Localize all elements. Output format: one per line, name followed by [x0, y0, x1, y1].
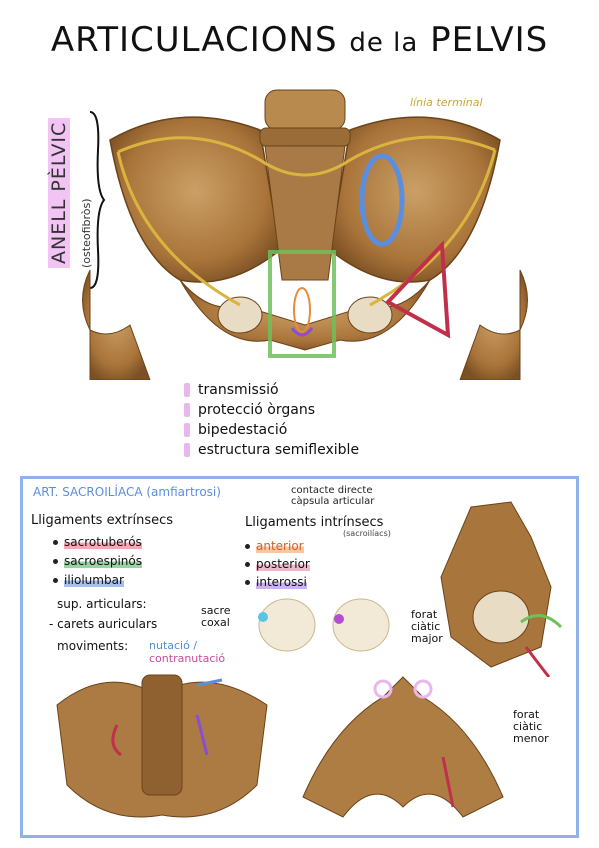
list-item: posterior [245, 557, 310, 571]
pelvis-illustration [82, 89, 528, 380]
title-main: ARTICULACIONS [50, 20, 338, 60]
anell-pelvic-label: ANELL PÈLVIC [48, 117, 70, 268]
coronal-pelvis-illustration [302, 676, 504, 818]
title-connector: de la [349, 28, 419, 58]
functions-list: transmissió protecció òrgans bipedestaci… [184, 380, 359, 460]
pelvis-sketches [258, 598, 390, 652]
forat-ciatic-menor-label: forat ciàtic menor [513, 708, 549, 745]
sacroiliac-title: ART. SACROILÍACA (amfiartrosi) [33, 485, 221, 499]
right-femur [459, 269, 528, 380]
sacroiliacs-sub: (sacroilíacs) [343, 529, 391, 538]
moviments-values: nutació / contranutació [149, 639, 226, 665]
function-item: protecció òrgans [184, 400, 359, 420]
list-item: anterior [245, 539, 304, 553]
sup-articulars-label: sup. articulars: [57, 597, 147, 611]
function-item: bipedestació [184, 420, 359, 440]
carets-label: - carets auriculars [49, 617, 158, 631]
lligaments-intrinsecs-heading: Lligaments intrínsecs [245, 515, 384, 530]
moviments-label: moviments: [57, 639, 129, 653]
brace-icon [89, 111, 106, 289]
page-title: ARTICULACIONS de la PELVIS [0, 20, 599, 60]
sacrum [264, 145, 346, 281]
list-item: iliolumbar [53, 573, 124, 587]
function-item: estructura semiflexible [184, 440, 359, 460]
linia-terminal-label: línia terminal [410, 96, 483, 109]
sacre-coxal: sacre coxal [201, 604, 231, 629]
left-iliac-wing [109, 116, 281, 283]
posterior-pelvis-illustration [56, 674, 268, 818]
list-item: sacroespinós [53, 554, 142, 568]
title-end: PELVIS [430, 20, 549, 60]
list-item: interossi [245, 575, 307, 589]
sacroiliac-section: ART. SACROILÍACA (amfiartrosi) contacte … [20, 476, 579, 838]
lateral-pelvis-illustration [440, 501, 563, 677]
left-femur [82, 269, 151, 380]
contacte-note: contacte directe càpsula articular [291, 485, 375, 507]
function-item: transmissió [184, 380, 359, 400]
list-item: sacrotuberós [53, 535, 142, 549]
forat-ciatic-major-label: forat ciàtic major [411, 608, 443, 645]
lligaments-extrinsecs-heading: Lligaments extrínsecs [31, 513, 174, 528]
